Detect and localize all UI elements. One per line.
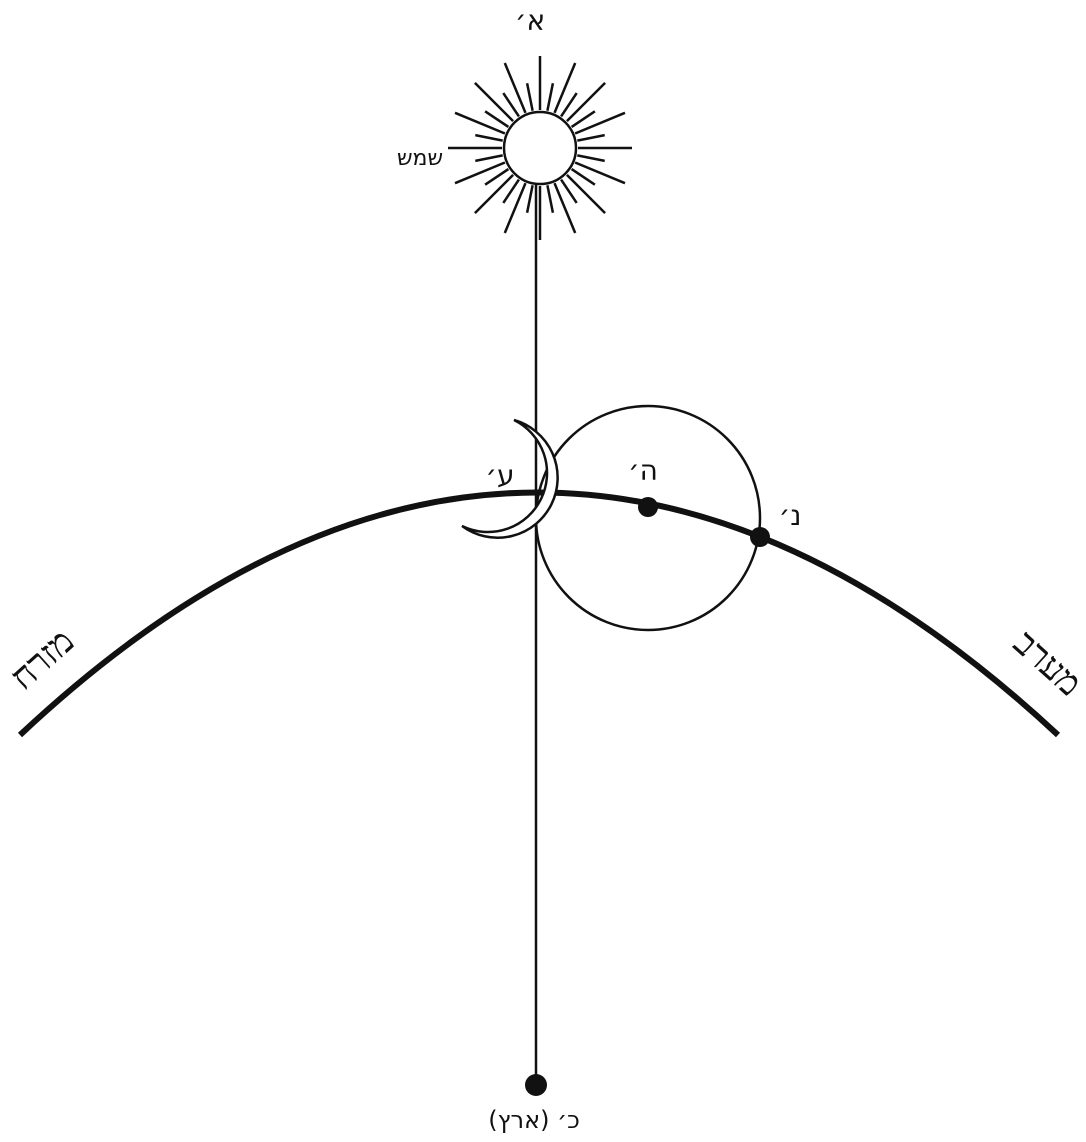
- sun-ray: [567, 83, 605, 121]
- sun-ray: [455, 163, 505, 184]
- sun-ray: [527, 83, 533, 110]
- sun-ray: [505, 63, 526, 113]
- center-point-he: [638, 497, 658, 517]
- label-west: מערב: [1005, 623, 1086, 705]
- sun-ray: [577, 135, 604, 141]
- sun-ray: [547, 83, 553, 110]
- sun-ray: [575, 163, 625, 184]
- sun-ray: [575, 113, 625, 134]
- label-sun: שמש: [397, 146, 443, 171]
- sun-ray: [555, 183, 576, 233]
- sun-ray: [475, 175, 513, 213]
- earth-point: [525, 1074, 547, 1096]
- sun-icon: [448, 56, 632, 240]
- label-earth: כ׳ (ארץ): [488, 1106, 580, 1134]
- point-nun: [750, 527, 770, 547]
- label-aleph: א׳: [515, 4, 545, 37]
- label-nun: נ׳: [779, 499, 802, 532]
- sun-ray: [475, 155, 502, 161]
- sun-ray: [455, 113, 505, 134]
- sun-ray: [475, 135, 502, 141]
- sun-ray: [567, 175, 605, 213]
- sun-ray: [527, 185, 533, 212]
- horizon-arc: [20, 493, 1058, 736]
- label-center-he: ה׳: [628, 454, 658, 487]
- sun-ray: [547, 185, 553, 212]
- sun-ray: [505, 183, 526, 233]
- sun-ray: [555, 63, 576, 113]
- sun-ray: [475, 83, 513, 121]
- epicycle-circle: [536, 406, 760, 630]
- label-moon-point: ע׳: [485, 459, 514, 492]
- sun-ray: [577, 155, 604, 161]
